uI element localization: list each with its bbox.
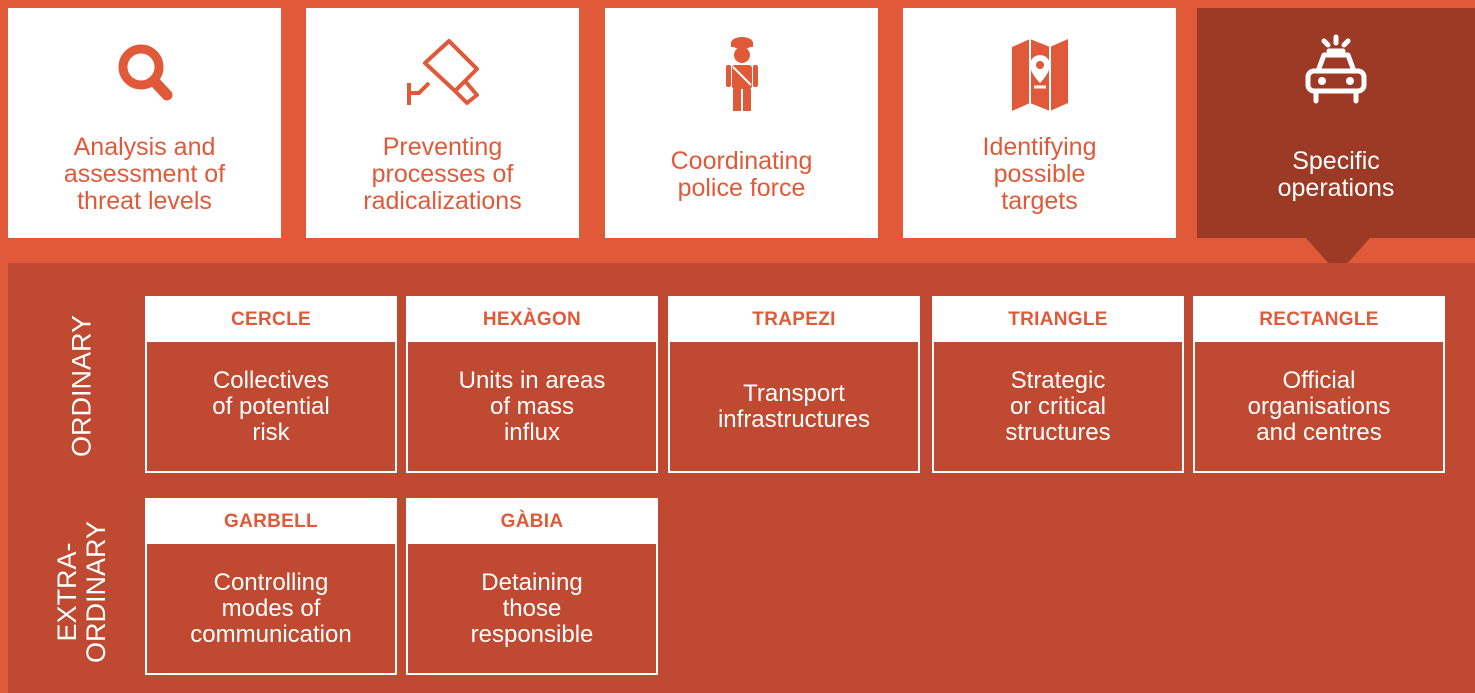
operation-title: GARBELL [147,500,395,544]
card-specific-operations: Specific operations [1197,8,1475,238]
operation-card-trapezi: TRAPEZI Transport infrastructures [668,296,920,473]
row-label-ordinary: ORDINARY [66,314,97,458]
operation-title: RECTANGLE [1195,298,1443,342]
operation-description: Official organisations and centres [1247,366,1391,446]
operation-title: TRIANGLE [934,298,1182,342]
card-possible-targets: Identifying possible targets [903,8,1176,238]
card-label: Preventing processes of radicalizations [363,133,522,215]
police-officer-icon [725,37,758,111]
card-label: Coordinating police force [670,146,813,202]
operation-title: GÀBIA [408,500,656,544]
card-label: Analysis and assessment of threat levels [63,133,226,215]
operation-card-rectangle: RECTANGLE Official organisations and cen… [1193,296,1445,473]
operation-description: Collectives of potential risk [212,366,330,446]
card-threat-analysis: Analysis and assessment of threat levels [8,8,281,238]
operation-title: CERCLE [147,298,395,342]
operation-description: Detaining those responsible [470,568,594,648]
magnifier-icon [118,44,172,101]
operation-title: HEXÀGON [408,298,656,342]
operation-card-gabia: GÀBIA Detaining those responsible [406,498,658,675]
operation-title: TRAPEZI [670,298,918,342]
operation-card-hexagon: HEXÀGON Units in areas of mass influx [406,296,658,473]
card-label: Identifying possible targets [982,133,1097,215]
surveillance-camera-icon [406,39,479,105]
card-police-force: Coordinating police force [605,8,878,238]
police-car-icon [1305,34,1367,104]
operation-description: Transport infrastructures [717,379,871,433]
operation-card-cercle: CERCLE Collectives of potential risk [145,296,397,473]
operation-description: Controlling modes of communication [190,568,352,648]
operation-description: Units in areas of mass influx [458,366,606,446]
operation-card-garbell: GARBELL Controlling modes of communicati… [145,498,397,675]
row-label-extraordinary: EXTRA- ORDINARY [52,520,111,664]
card-radicalization: Preventing processes of radicalizations [306,8,579,238]
map-pin-icon [1011,39,1068,111]
operation-card-triangle: TRIANGLE Strategic or critical structure… [932,296,1184,473]
card-label: Specific operations [1277,146,1395,202]
operation-description: Strategic or critical structures [1005,366,1111,446]
